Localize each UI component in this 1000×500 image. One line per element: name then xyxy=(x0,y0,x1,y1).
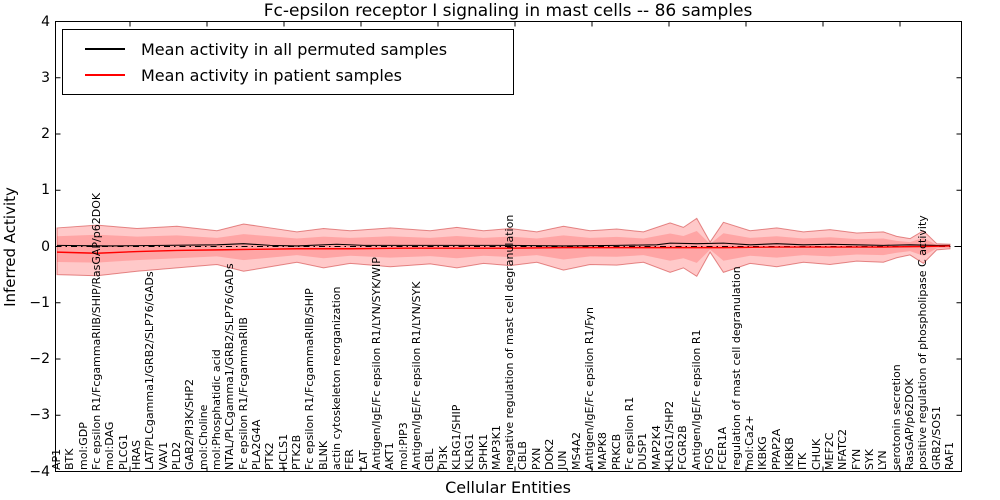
x-entity-label: BTK xyxy=(63,448,77,470)
x-entity-label: MAP2K4 xyxy=(649,425,663,470)
x-entity-label: FCGR2B xyxy=(676,425,690,470)
x-entity-label: Antigen/IgE/Fc epsilon R1/LYN/SYK/WIP xyxy=(369,257,383,470)
x-entity-label: NTAL/PLCgamma1/GRB2/SLP76/GADs xyxy=(223,263,237,470)
permuted-mean-line xyxy=(56,242,950,247)
x-entity-label: SYK xyxy=(863,449,877,470)
x-entity-label: PI3K xyxy=(436,445,450,470)
y-tick-label: −1 xyxy=(29,294,50,311)
x-entity-label: IKBKB xyxy=(783,437,797,470)
legend: Mean activity in all permuted samples Me… xyxy=(62,29,514,95)
x-entity-label: PLD2 xyxy=(169,441,183,470)
x-entity-label: CBLB xyxy=(516,441,530,470)
x-entity-label: Antigen/IgE/Fc epsilon R1 xyxy=(689,329,703,470)
x-entity-label: mol:GDP xyxy=(76,422,90,470)
x-entity-label: CHUK xyxy=(809,438,823,470)
x-entity-label: BLNK xyxy=(316,440,330,470)
x-entity-label: mol:Phosphatidic acid xyxy=(209,349,223,470)
x-entity-label: GAB2/PI3K/SHP2 xyxy=(183,379,197,470)
y-tick-label: −2 xyxy=(29,351,50,367)
legend-label-permuted: Mean activity in all permuted samples xyxy=(141,39,448,59)
x-entity-label: negative regulation of mast cell degranu… xyxy=(503,214,517,470)
x-entity-label: FER xyxy=(343,449,357,470)
x-entity-label: IKBKG xyxy=(756,436,770,470)
x-entity-label: regulation of mast cell degranulation xyxy=(729,266,743,470)
y-tick-label: 0 xyxy=(41,238,50,255)
x-entity-label: LAT/PLCgamma1/GRB2/SLP76/GADs xyxy=(143,271,157,470)
x-entity-label: serotonin secretion xyxy=(889,364,903,470)
y-tick-label: 4 xyxy=(41,13,50,30)
x-entity-label: SPHK1 xyxy=(476,433,490,470)
x-entity-label: PXN xyxy=(529,447,543,470)
x-entity-label: VAV1 xyxy=(156,441,170,470)
x-entity-label: Fc epsilon R1/FcgammaRIIB/SHIP/RasGAP/p6… xyxy=(89,192,103,470)
y-tick-label: 3 xyxy=(41,69,50,86)
y-tick-label: −3 xyxy=(29,407,50,424)
x-entity-label: PTK2 xyxy=(263,442,277,470)
patient-spread-inner-band xyxy=(57,231,950,263)
x-entity-label: AP1 xyxy=(50,448,63,470)
x-entity-label: FCER1A xyxy=(716,426,730,470)
x-entity-label: KLRG1/SHP2 xyxy=(663,400,677,470)
x-entity-label: LYN xyxy=(876,450,890,470)
x-entity-label: CBL xyxy=(423,448,437,470)
patient-spread-band xyxy=(56,217,951,278)
x-entity-label: MAP3K1 xyxy=(489,425,503,470)
x-entity-label: GRB2/SOS1 xyxy=(929,405,943,470)
x-entity-label: HRAS xyxy=(129,440,143,470)
x-entity-label: PTK2B xyxy=(289,434,303,470)
y-tick-label: 2 xyxy=(41,126,50,142)
x-entity-label: mol:DAG xyxy=(103,421,117,470)
x-entity-label: JUN xyxy=(556,450,570,470)
x-entity-label: Antigen/IgE/Fc epsilon R1/LYN/SYK xyxy=(409,281,423,470)
x-entity-label: FYN xyxy=(849,448,863,470)
legend-entry-patient: Mean activity in patient samples xyxy=(63,66,513,85)
legend-label-patient: Mean activity in patient samples xyxy=(141,65,402,85)
x-entity-label: HCLS1 xyxy=(276,433,290,470)
x-entity-label: Antigen/IgE/Fc epsilon R1/Fyn xyxy=(583,307,597,470)
permuted-line-swatch xyxy=(85,48,125,50)
x-entity-label: PLA2G4A xyxy=(249,419,263,470)
x-entity-label: RAF1 xyxy=(943,441,956,470)
patient-mean-line xyxy=(56,245,951,254)
x-entity-label: positive regulation of phospholipase C a… xyxy=(916,215,930,470)
legend-entry-permuted: Mean activity in all permuted samples xyxy=(63,40,513,59)
x-entity-label: FOS xyxy=(703,448,717,470)
y-tick-label: 1 xyxy=(41,182,50,199)
chart-title: Fc-epsilon receptor I signaling in mast … xyxy=(263,1,753,21)
x-entity-label: ITK xyxy=(796,452,810,470)
x-entity-label: mol:PIP3 xyxy=(396,422,410,470)
x-entity-label: MS4A2 xyxy=(569,432,583,470)
x-entity-label: PPAP2A xyxy=(769,428,783,470)
x-entity-label: mol:Ca2+ xyxy=(743,415,757,470)
x-entity-label: RasGAP/p62DOK xyxy=(903,378,916,470)
x-entity-label: DUSP1 xyxy=(636,432,650,470)
x-entity-label: DOK2 xyxy=(543,438,557,470)
x-entity-label: Fc epsilon R1 xyxy=(623,396,637,470)
x-entity-label: MEF2C xyxy=(823,432,837,470)
x-entity-label: mol:Choline xyxy=(196,404,210,470)
x-entity-label: Fc epsilon R1/FcgammaRIIB xyxy=(236,317,250,470)
x-entity-label: PRKCB xyxy=(609,433,623,470)
x-entity-label: AKT1 xyxy=(383,442,397,470)
x-entity-label: KLRG1 xyxy=(463,433,477,470)
x-axis-title: Cellular Entities xyxy=(445,478,571,497)
x-entity-label: PLCG1 xyxy=(116,434,130,470)
x-entity-label: Fc epsilon R1/FcgammaRIIB/SHIP xyxy=(303,288,317,470)
patient-line-swatch xyxy=(85,74,125,76)
x-entity-label: MAPK8 xyxy=(596,432,610,470)
y-tick-label: −4 xyxy=(29,463,50,480)
x-entity-label: KLRG1/SHIP xyxy=(449,404,463,470)
x-entity-label: LAT xyxy=(356,450,370,470)
x-entity-label: actin cytoskeleton reorganization xyxy=(329,286,343,470)
x-entity-label: NFATC2 xyxy=(836,429,850,470)
